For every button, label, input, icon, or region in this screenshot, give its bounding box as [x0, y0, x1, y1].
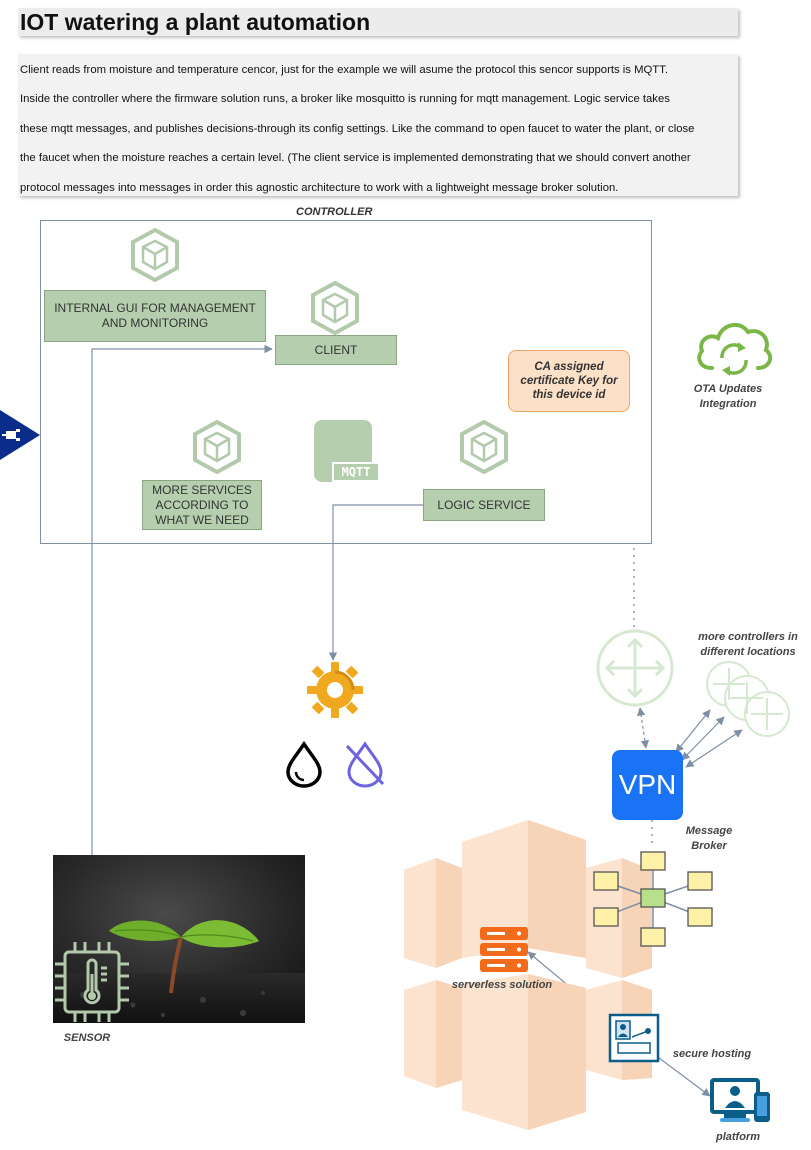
description-line: Inside the controller where the firmware…	[20, 93, 670, 106]
client-box[interactable]: CLIENT	[275, 335, 397, 365]
description-line: these mqtt messages, and publishes decis…	[20, 122, 695, 135]
message-broker-label: Message Broker	[685, 825, 733, 852]
power-plug-icon	[0, 410, 40, 460]
secure-hosting-icon	[608, 1013, 660, 1063]
more-routers-icon	[706, 661, 790, 737]
description-line: the faucet when the moisture reaches a c…	[20, 152, 691, 165]
cube-icon	[311, 281, 359, 335]
more-services-box[interactable]: MORE SERVICES ACCORDING TO WHAT WE NEED	[142, 480, 262, 530]
more-controllers-label: more controllers in different locations	[698, 631, 798, 658]
ca-certificate-box: CA assigned certificate Key for this dev…	[508, 350, 630, 412]
cube-icon	[460, 420, 508, 474]
description-line: protocol messages into messages in order…	[20, 181, 619, 194]
controller-frame	[40, 220, 652, 544]
server-stack-icon	[480, 927, 528, 972]
platform-label: platform	[716, 1131, 760, 1143]
page-title: IOT watering a plant automation	[20, 9, 371, 35]
secure-hosting-label: secure hosting	[672, 1048, 752, 1060]
description-panel: Client reads from moisture and temperatu…	[18, 54, 738, 196]
description-line: Client reads from moisture and temperatu…	[20, 64, 668, 76]
mqtt-label: MQTT	[341, 465, 371, 479]
cube-icon	[131, 228, 179, 282]
mqtt-broker-icon	[314, 420, 378, 482]
sensor-chip-icon	[55, 942, 129, 1022]
cube-icon	[193, 420, 241, 474]
sensor-label: SENSOR	[63, 1032, 111, 1044]
gui-box[interactable]: INTERNAL GUI FOR MANAGEMENT AND MONITORI…	[44, 290, 266, 342]
logic-service-box[interactable]: LOGIC SERVICE	[423, 489, 545, 521]
controller-label: CONTROLLER	[296, 206, 373, 218]
title-bar	[18, 8, 738, 36]
ota-cloud-icon	[697, 322, 773, 376]
serverless-label: serverless solution	[451, 979, 553, 991]
vpn-node[interactable]: VPN	[612, 750, 683, 820]
router-icon	[596, 629, 674, 707]
message-broker-icon	[593, 851, 713, 947]
ota-label: OTA Updates Integration	[693, 383, 763, 410]
gear-icon	[307, 662, 363, 718]
water-drop-icon	[286, 740, 322, 788]
platform-icon	[710, 1078, 770, 1122]
water-off-icon	[345, 741, 385, 788]
